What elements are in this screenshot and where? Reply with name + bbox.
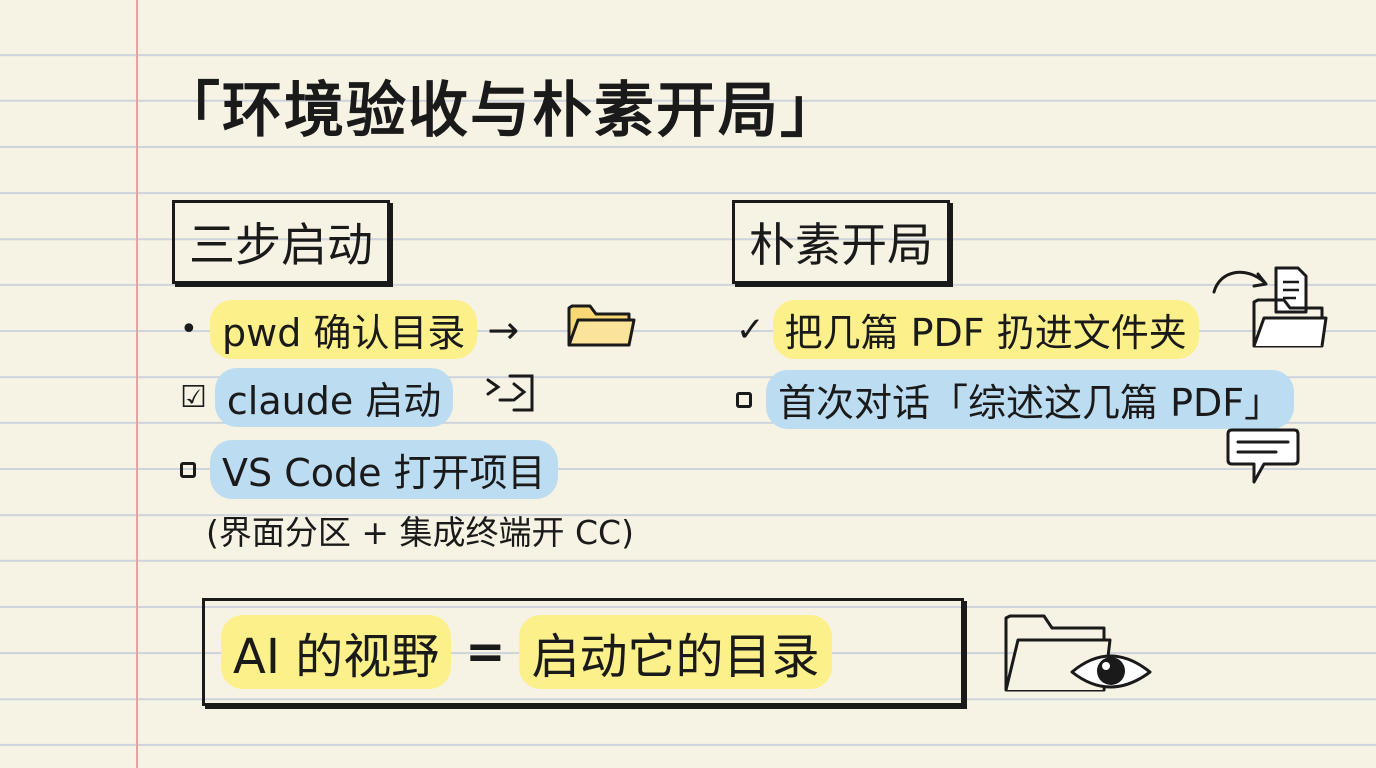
formula-right: 启动它的目录 <box>519 615 832 689</box>
equals-sign: = <box>465 624 506 680</box>
list-item-pwd: • pwd 确认目录 → <box>180 300 519 359</box>
terminal-icon <box>486 374 534 412</box>
chat-bubble-icon <box>1226 428 1300 484</box>
arrow-right: → <box>487 307 520 352</box>
vscode-note: (界面分区 + 集成终端开 CC) <box>206 513 634 552</box>
bullet-marker: • <box>180 312 198 347</box>
heading-simple-start: 朴素开局 <box>732 200 950 284</box>
margin-line <box>136 0 138 768</box>
pdf-to-folder-icon <box>1212 266 1328 348</box>
list-item-text: claude 启动 <box>214 368 454 427</box>
list-item-vscode: VS Code 打开项目 <box>180 440 558 499</box>
folder-icon <box>567 304 636 347</box>
list-item-text: VS Code 打开项目 <box>210 440 558 499</box>
folder-eye-icon <box>1004 614 1152 692</box>
page-title: 「环境验收与朴素开局」 <box>160 76 842 146</box>
list-item-claude: ☑ claude 启动 <box>180 368 454 427</box>
heading-three-steps: 三步启动 <box>172 200 390 284</box>
ai-vision-formula: AI 的视野 = 启动它的目录 <box>202 598 964 706</box>
list-item-first-chat: 首次对话「综述这几篇 PDF」 <box>736 370 1295 429</box>
checkbox-checked: ☑ <box>180 380 207 415</box>
list-item-text: 首次对话「综述这几篇 PDF」 <box>766 370 1295 429</box>
formula-left: AI 的视野 <box>221 615 452 689</box>
checkbox-empty <box>736 391 752 408</box>
list-item-text: 把几篇 PDF 扔进文件夹 <box>772 300 1199 359</box>
checkbox-empty <box>180 461 196 478</box>
list-item-text: pwd 确认目录 <box>210 300 478 359</box>
checkmark: ✓ <box>736 309 765 350</box>
list-item-pdf-folder: ✓ 把几篇 PDF 扔进文件夹 <box>736 300 1199 359</box>
